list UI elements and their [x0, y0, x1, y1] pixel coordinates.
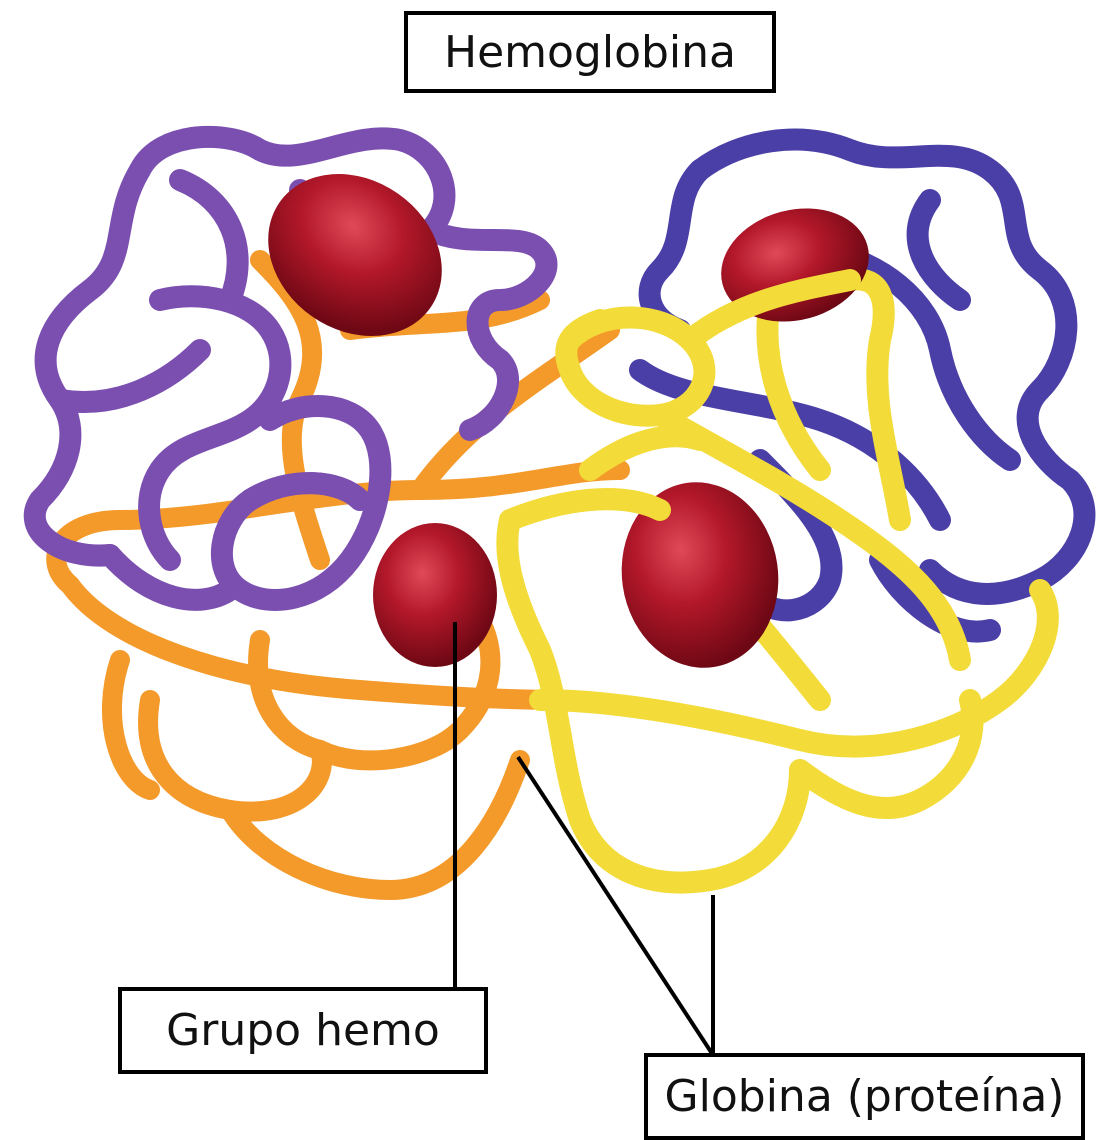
- globin-leader-line-diagonal: [518, 757, 713, 1055]
- title-text: Hemoglobina: [444, 27, 736, 78]
- hemoglobin-molecule: [35, 137, 1085, 890]
- heme-group-label: Grupo hemo: [118, 987, 488, 1074]
- heme-group-text: Grupo hemo: [166, 1005, 440, 1056]
- title-label: Hemoglobina: [404, 11, 776, 93]
- globin-text: Globina (proteína): [665, 1071, 1065, 1122]
- heme-group-center-left: [373, 523, 497, 667]
- globin-label: Globina (proteína): [644, 1053, 1085, 1140]
